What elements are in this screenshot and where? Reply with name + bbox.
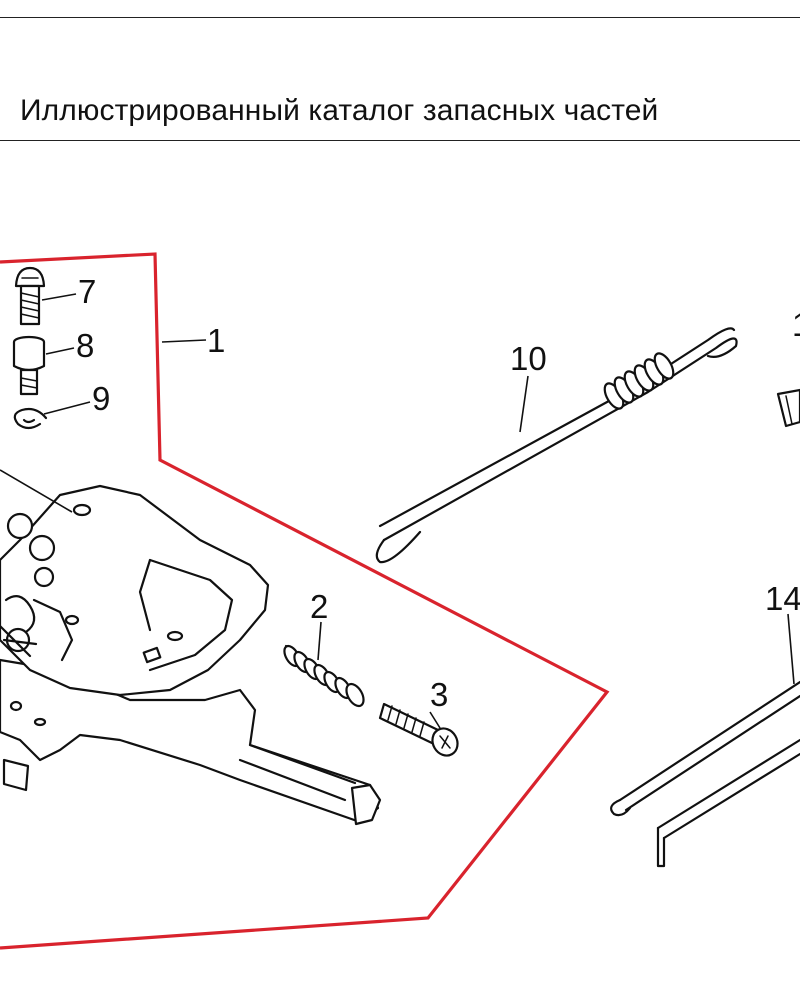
callout-10: 10 [510, 340, 547, 377]
leader-1b [0, 469, 73, 513]
part-3-screw [378, 702, 459, 757]
leader-7 [41, 293, 77, 301]
leader-14 [787, 613, 795, 685]
callout-2: 2 [310, 588, 328, 625]
callout-3: 3 [430, 676, 448, 713]
part-10-spring-rod [375, 327, 738, 564]
leader-9 [43, 401, 91, 415]
header-top-rule [0, 17, 800, 18]
part-2-spring [283, 644, 365, 708]
header-bottom-rule [0, 140, 800, 141]
callout-7: 7 [78, 273, 96, 310]
callout-14: 14 [765, 580, 800, 617]
callout-1: 1 [207, 322, 225, 359]
leader-1 [161, 339, 207, 343]
leader-10 [519, 375, 529, 433]
leader-2 [317, 621, 322, 661]
callout-9: 9 [92, 380, 110, 417]
callout-8: 8 [76, 327, 94, 364]
leader-3 [429, 711, 441, 729]
part-8-spacer [12, 335, 46, 396]
leader-8 [45, 347, 75, 355]
partial-clip-part [776, 388, 800, 428]
assembly-boundary [0, 252, 610, 950]
part-9-e-clip [13, 407, 48, 430]
part-14-rods [610, 680, 800, 868]
page-title: Иллюстрированный каталог запасных частей [20, 94, 659, 127]
part-7-bolt [14, 266, 46, 326]
callout-partial: 1 [792, 306, 800, 343]
part-1-throttle-plate [0, 484, 382, 826]
